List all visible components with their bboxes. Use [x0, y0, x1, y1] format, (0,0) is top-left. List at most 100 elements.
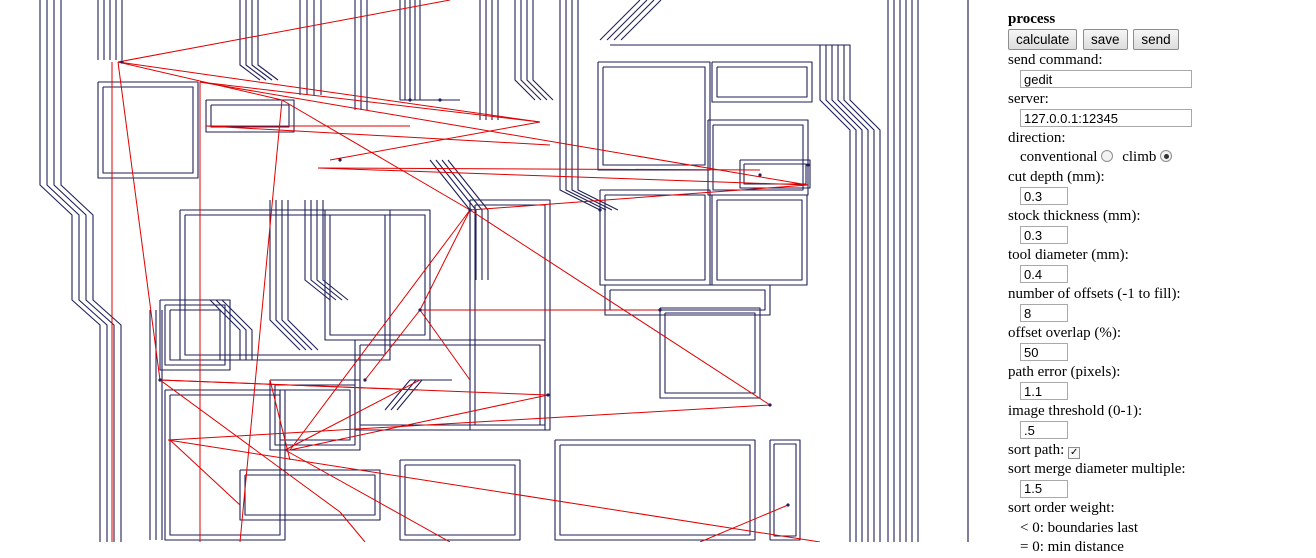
pad-outline — [239, 469, 381, 521]
process-panel: process calculate save send send command… — [1008, 10, 1308, 558]
rapid-move — [339, 511, 366, 542]
pad-outline — [359, 344, 541, 426]
pad-outline — [664, 312, 756, 394]
trace-path — [414, 0, 455, 101]
toolpath-preview — [39, 0, 969, 542]
pad-outline — [773, 443, 797, 537]
pad-outline — [559, 444, 751, 536]
path-node — [468, 208, 472, 212]
path-node — [338, 158, 342, 162]
trace-path — [39, 0, 101, 542]
server-label: server: — [1008, 90, 1049, 107]
toolpath-canvas[interactable] — [0, 0, 998, 542]
offset-overlap-label: offset overlap (%): — [1008, 324, 1122, 341]
path-node — [418, 308, 422, 312]
rapid-move — [281, 99, 471, 211]
trace-path — [606, 0, 648, 41]
pad-outline — [404, 464, 516, 536]
trace-path — [514, 0, 536, 101]
path-node — [120, 60, 124, 64]
trace-path — [404, 0, 445, 101]
pad-outline — [711, 194, 808, 286]
trace-path — [275, 200, 307, 351]
rapid-move — [329, 121, 541, 161]
rapid-move — [699, 504, 789, 542]
path-node — [408, 98, 412, 102]
trace-path — [209, 299, 241, 360]
cut-depth-input[interactable] — [1020, 187, 1068, 205]
rapid-move — [199, 81, 809, 186]
trace-path — [571, 0, 613, 211]
trace-path — [620, 0, 662, 41]
rapid-move — [199, 81, 541, 123]
sort-order-option: = 0: min distance — [1020, 539, 1124, 555]
trace-path — [526, 0, 548, 101]
offset-overlap-input[interactable] — [1020, 343, 1068, 361]
tool-diameter-input[interactable] — [1020, 265, 1068, 283]
rapid-move — [317, 167, 761, 171]
rapid-move — [159, 379, 549, 396]
sort-merge-input[interactable] — [1020, 479, 1068, 498]
trace-path — [221, 299, 253, 360]
path-node — [786, 503, 790, 507]
pad-outline — [329, 214, 426, 336]
action-buttons: calculate save send — [1008, 28, 1308, 51]
conventional-label: conventional — [1020, 149, 1098, 165]
pad-outline — [716, 199, 803, 281]
trace-path — [310, 200, 337, 301]
pad-outline — [169, 309, 221, 361]
path-node — [806, 163, 810, 167]
pad-outline — [469, 199, 551, 431]
climb-radio[interactable] — [1160, 150, 1173, 162]
pad-outline — [597, 61, 711, 171]
number-of-offsets-input[interactable] — [1020, 304, 1068, 322]
calculate-button[interactable]: calculate — [1008, 28, 1078, 50]
rapid-move — [117, 61, 283, 101]
pad-outline — [711, 61, 813, 103]
rapid-move — [159, 379, 341, 513]
pad-outline — [659, 307, 761, 399]
pad-outline — [599, 189, 711, 286]
stock-thickness-label: stock thickness (mm): — [1008, 207, 1141, 224]
cut-depth-label: cut depth (mm): — [1008, 168, 1105, 185]
trace-path — [245, 0, 267, 81]
direction-options: conventional climb — [1008, 148, 1308, 168]
conventional-radio[interactable] — [1101, 150, 1114, 162]
path-node — [438, 98, 442, 102]
trace-path — [257, 0, 279, 81]
sort-order-option: < 0: boundaries last — [1020, 519, 1139, 536]
rapid-move — [284, 379, 421, 451]
pad-outline — [97, 81, 199, 179]
image-threshold-input[interactable] — [1020, 421, 1068, 439]
sort-order-label: sort order weight: — [1008, 500, 1115, 516]
trace-path — [251, 0, 273, 81]
rapid-move — [419, 209, 471, 311]
rapid-move — [469, 209, 771, 406]
send-button[interactable]: send — [1133, 28, 1179, 50]
pad-outline — [609, 289, 766, 311]
pad-outline — [604, 284, 771, 316]
path-error-input[interactable] — [1020, 382, 1068, 400]
trace-path — [322, 200, 349, 301]
pad-outline — [179, 209, 391, 361]
pad-outline — [164, 304, 226, 366]
image-threshold-label: image threshold (0-1): — [1008, 402, 1143, 419]
rapid-move — [269, 379, 291, 461]
sort-path-row: sort path:✓ — [1008, 441, 1308, 461]
rapid-move — [117, 61, 161, 381]
pad-outline — [102, 86, 194, 174]
trace-path — [287, 200, 319, 351]
sort-path-checkbox[interactable]: ✓ — [1068, 446, 1081, 459]
send-command-input[interactable] — [1020, 70, 1192, 88]
save-button[interactable]: save — [1083, 28, 1128, 50]
server-input[interactable] — [1020, 109, 1192, 127]
stock-thickness-input[interactable] — [1020, 226, 1068, 244]
pad-outline — [184, 214, 386, 356]
path-node — [363, 378, 367, 382]
rapid-move — [167, 439, 821, 542]
pad-outline — [354, 339, 546, 431]
rapid-move — [289, 209, 471, 451]
pad-outline — [269, 379, 361, 451]
path-node — [768, 403, 772, 407]
trace-path — [316, 200, 343, 301]
